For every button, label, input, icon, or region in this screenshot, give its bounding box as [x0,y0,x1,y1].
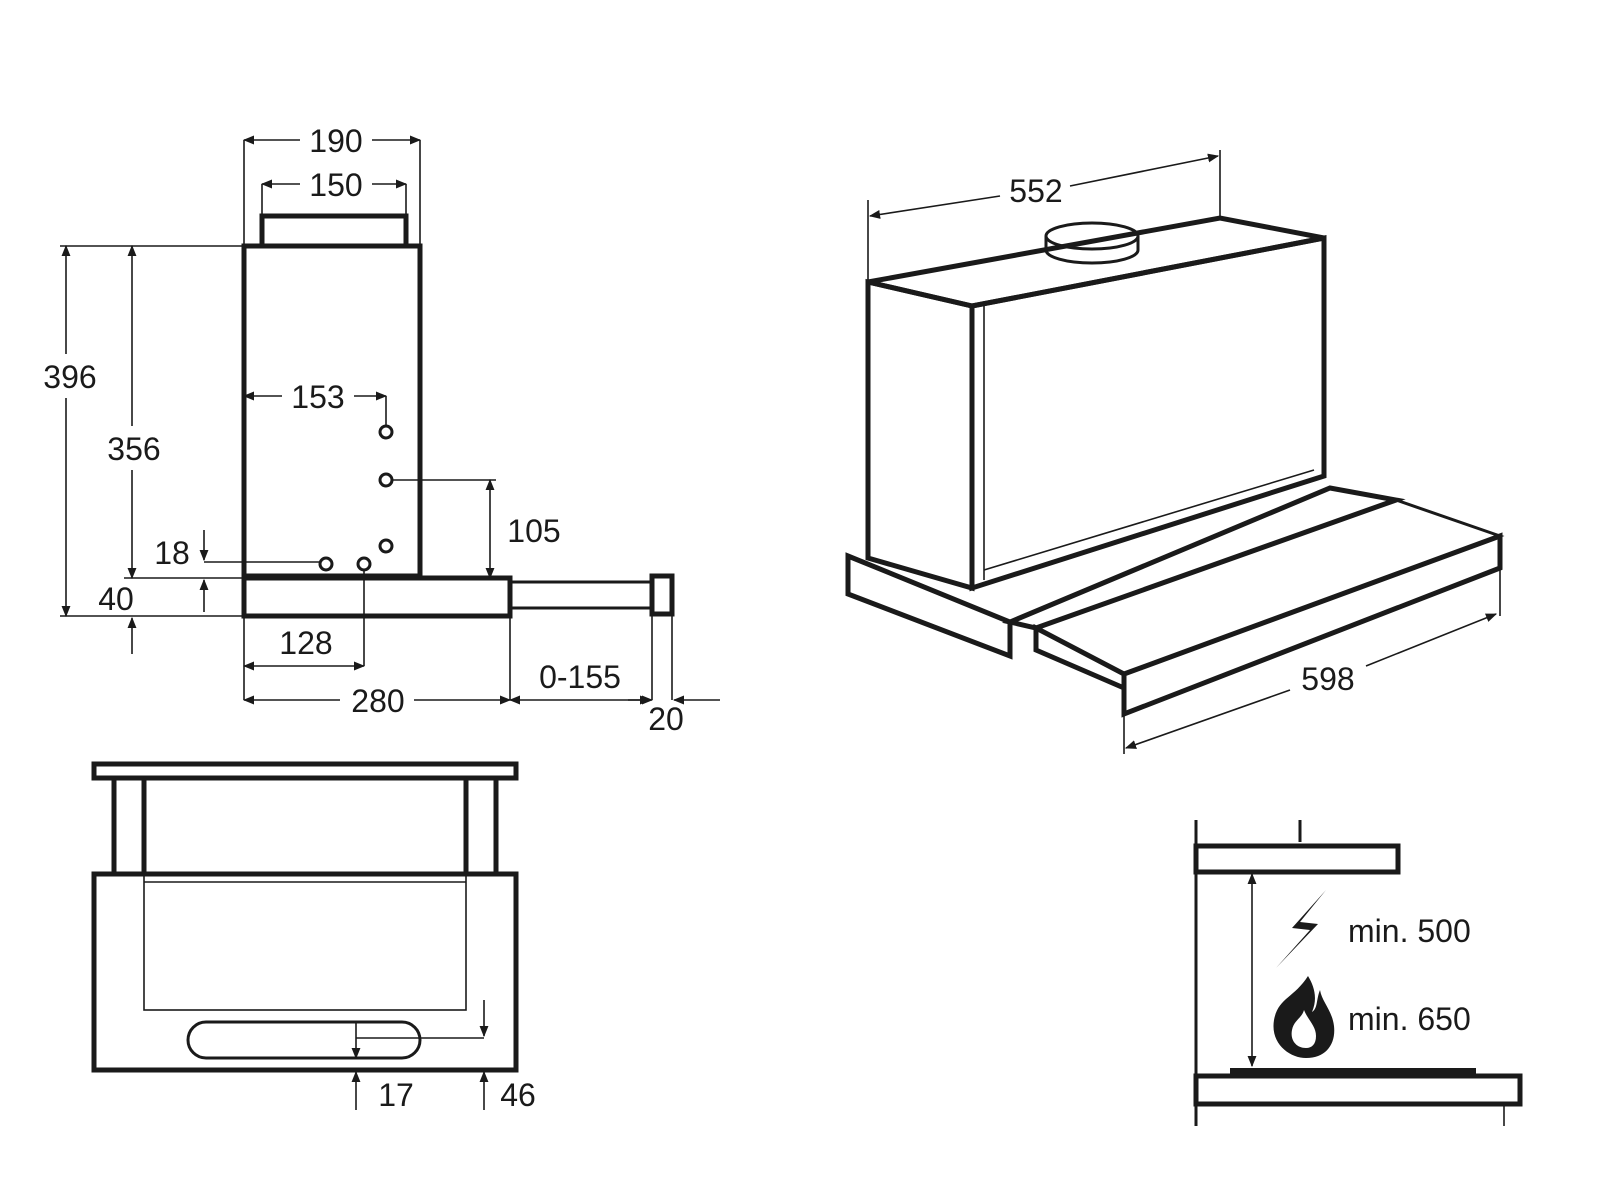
label-552: 552 [1009,173,1062,209]
label-18: 18 [154,535,190,571]
fixing-hole [318,556,334,572]
label-105: 105 [507,513,560,549]
base-tray [845,552,1013,660]
air-outlet [259,213,409,249]
visor-top [1032,498,1505,676]
front-view: 17 46 [91,761,536,1113]
lightning-bolt-icon [1276,890,1326,968]
handle-slot [186,1020,422,1060]
hood-front-body [91,871,519,1073]
hood-left-face [865,278,975,592]
inner-panel [143,777,467,1011]
label-min-500: min. 500 [1348,913,1471,949]
label-20: 20 [648,701,684,737]
label-598: 598 [1301,661,1354,697]
fixing-hole [378,424,394,440]
hood-front-face [969,234,1327,592]
label-17: 17 [378,1077,414,1113]
cooktop [1193,1073,1523,1107]
mounting-plate [91,761,519,781]
dim-line-552 [868,195,1001,219]
label-396: 396 [43,359,96,395]
side-view: 190 150 396 356 153 105 18 40 128 280 0-… [43,123,720,737]
hood-profile [1193,843,1401,875]
visor-fixed [241,575,513,619]
label-46: 46 [500,1077,536,1113]
front-trim [649,573,675,617]
label-280: 280 [351,683,404,719]
clearance-view: min. 500 min. 650 [1193,820,1523,1126]
label-0-155: 0-155 [539,659,621,695]
label-153: 153 [291,379,344,415]
label-356: 356 [107,431,160,467]
label-150: 150 [309,167,362,203]
label-190: 190 [309,123,362,159]
hob-surface [1230,1068,1476,1076]
dim-line-598 [1124,689,1291,749]
flame-icon [1273,976,1335,1058]
fixing-hole [378,538,394,554]
visor-extension [508,580,654,610]
label-min-650: min. 650 [1348,1001,1471,1037]
iso-view: 552 598 [845,150,1505,754]
label-128: 128 [279,625,332,661]
fixing-hole [356,556,372,572]
fixing-hole [378,472,394,488]
label-40: 40 [98,581,134,617]
